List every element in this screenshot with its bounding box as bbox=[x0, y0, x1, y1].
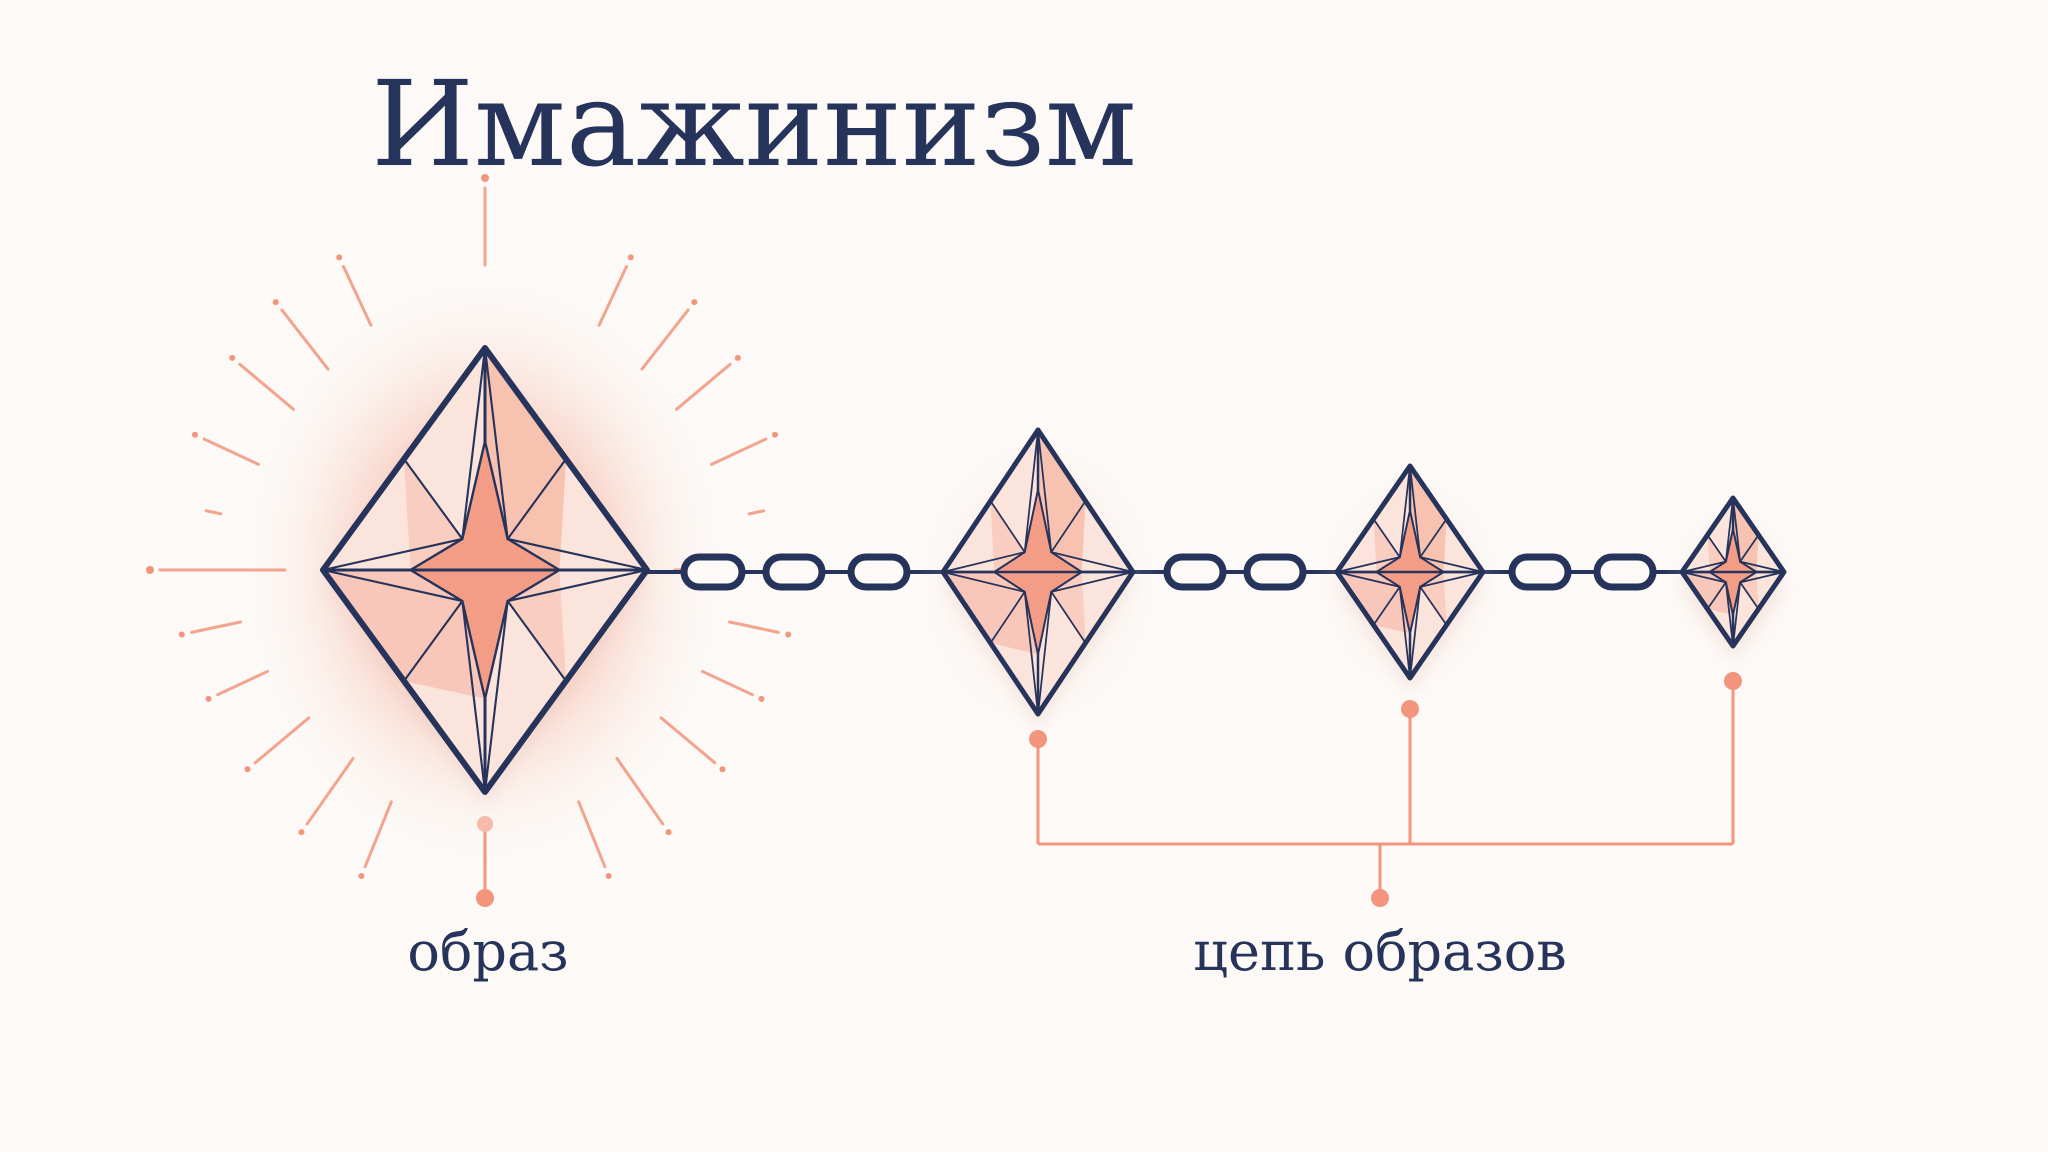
label-single-image: образ bbox=[407, 920, 568, 983]
ray bbox=[190, 620, 242, 634]
connector-dot-top bbox=[477, 816, 493, 832]
ray bbox=[615, 756, 665, 826]
ray bbox=[597, 264, 629, 327]
connector-dot-bottom bbox=[476, 889, 494, 907]
ray-dot bbox=[358, 872, 365, 879]
ray-dot bbox=[627, 254, 634, 261]
ray bbox=[202, 437, 260, 466]
ray-dot bbox=[481, 174, 489, 182]
chain-dot-3 bbox=[1724, 672, 1742, 690]
ray bbox=[238, 362, 295, 411]
chain-link-icon bbox=[1243, 553, 1307, 591]
ray bbox=[747, 509, 766, 516]
chain-link-icon bbox=[762, 553, 826, 591]
ray-dot bbox=[691, 299, 698, 306]
chain-of-images bbox=[647, 425, 1802, 739]
ray-dot bbox=[205, 695, 212, 702]
ray bbox=[640, 308, 690, 371]
ray-dot bbox=[298, 829, 305, 836]
ray-dot bbox=[178, 631, 185, 638]
ray-dot bbox=[605, 872, 612, 879]
chain-link-icon bbox=[1508, 553, 1572, 591]
ray bbox=[341, 264, 373, 327]
ray-dot bbox=[734, 354, 741, 361]
chain-link-icon bbox=[1163, 553, 1227, 591]
chain-gem-3 bbox=[1679, 495, 1787, 660]
chain-bracket bbox=[1036, 681, 1735, 898]
ray bbox=[675, 362, 732, 411]
ray-dot bbox=[772, 431, 779, 438]
main-gem-shape bbox=[320, 345, 650, 806]
chain-link-icon bbox=[847, 553, 911, 591]
label-image-chain: цепь образов bbox=[1193, 920, 1566, 983]
ray-dot bbox=[785, 631, 792, 638]
ray bbox=[280, 308, 330, 371]
ray bbox=[728, 620, 780, 634]
ray bbox=[305, 756, 355, 826]
chain-gem-1 bbox=[940, 427, 1136, 728]
title: Имажинизм bbox=[371, 55, 1137, 193]
chain-dot-1 bbox=[1029, 730, 1047, 748]
chain-link-icon bbox=[1593, 553, 1657, 591]
diamond-gem-icon bbox=[320, 345, 650, 806]
chain-link-icon bbox=[680, 553, 746, 591]
ray-dot bbox=[719, 766, 726, 773]
ray bbox=[204, 509, 223, 516]
ray-dot bbox=[665, 829, 672, 836]
ray bbox=[253, 716, 311, 765]
main-image-gem bbox=[146, 174, 792, 907]
ray bbox=[577, 800, 607, 869]
chain-dot-bottom bbox=[1371, 889, 1389, 907]
ray-dot bbox=[336, 254, 343, 261]
ray bbox=[363, 800, 393, 869]
ray bbox=[659, 716, 717, 765]
ray-dot bbox=[191, 431, 198, 438]
ray-dot bbox=[146, 566, 154, 574]
ray bbox=[710, 437, 768, 466]
radiating-rays bbox=[146, 174, 792, 879]
ray-dot bbox=[758, 695, 765, 702]
ray-dot bbox=[244, 766, 251, 773]
chain-dot-2 bbox=[1401, 700, 1419, 718]
ray bbox=[216, 669, 269, 697]
ray bbox=[701, 669, 754, 697]
ray-dot bbox=[229, 354, 236, 361]
ray-dot bbox=[272, 299, 279, 306]
chain-gem-2 bbox=[1334, 463, 1486, 692]
